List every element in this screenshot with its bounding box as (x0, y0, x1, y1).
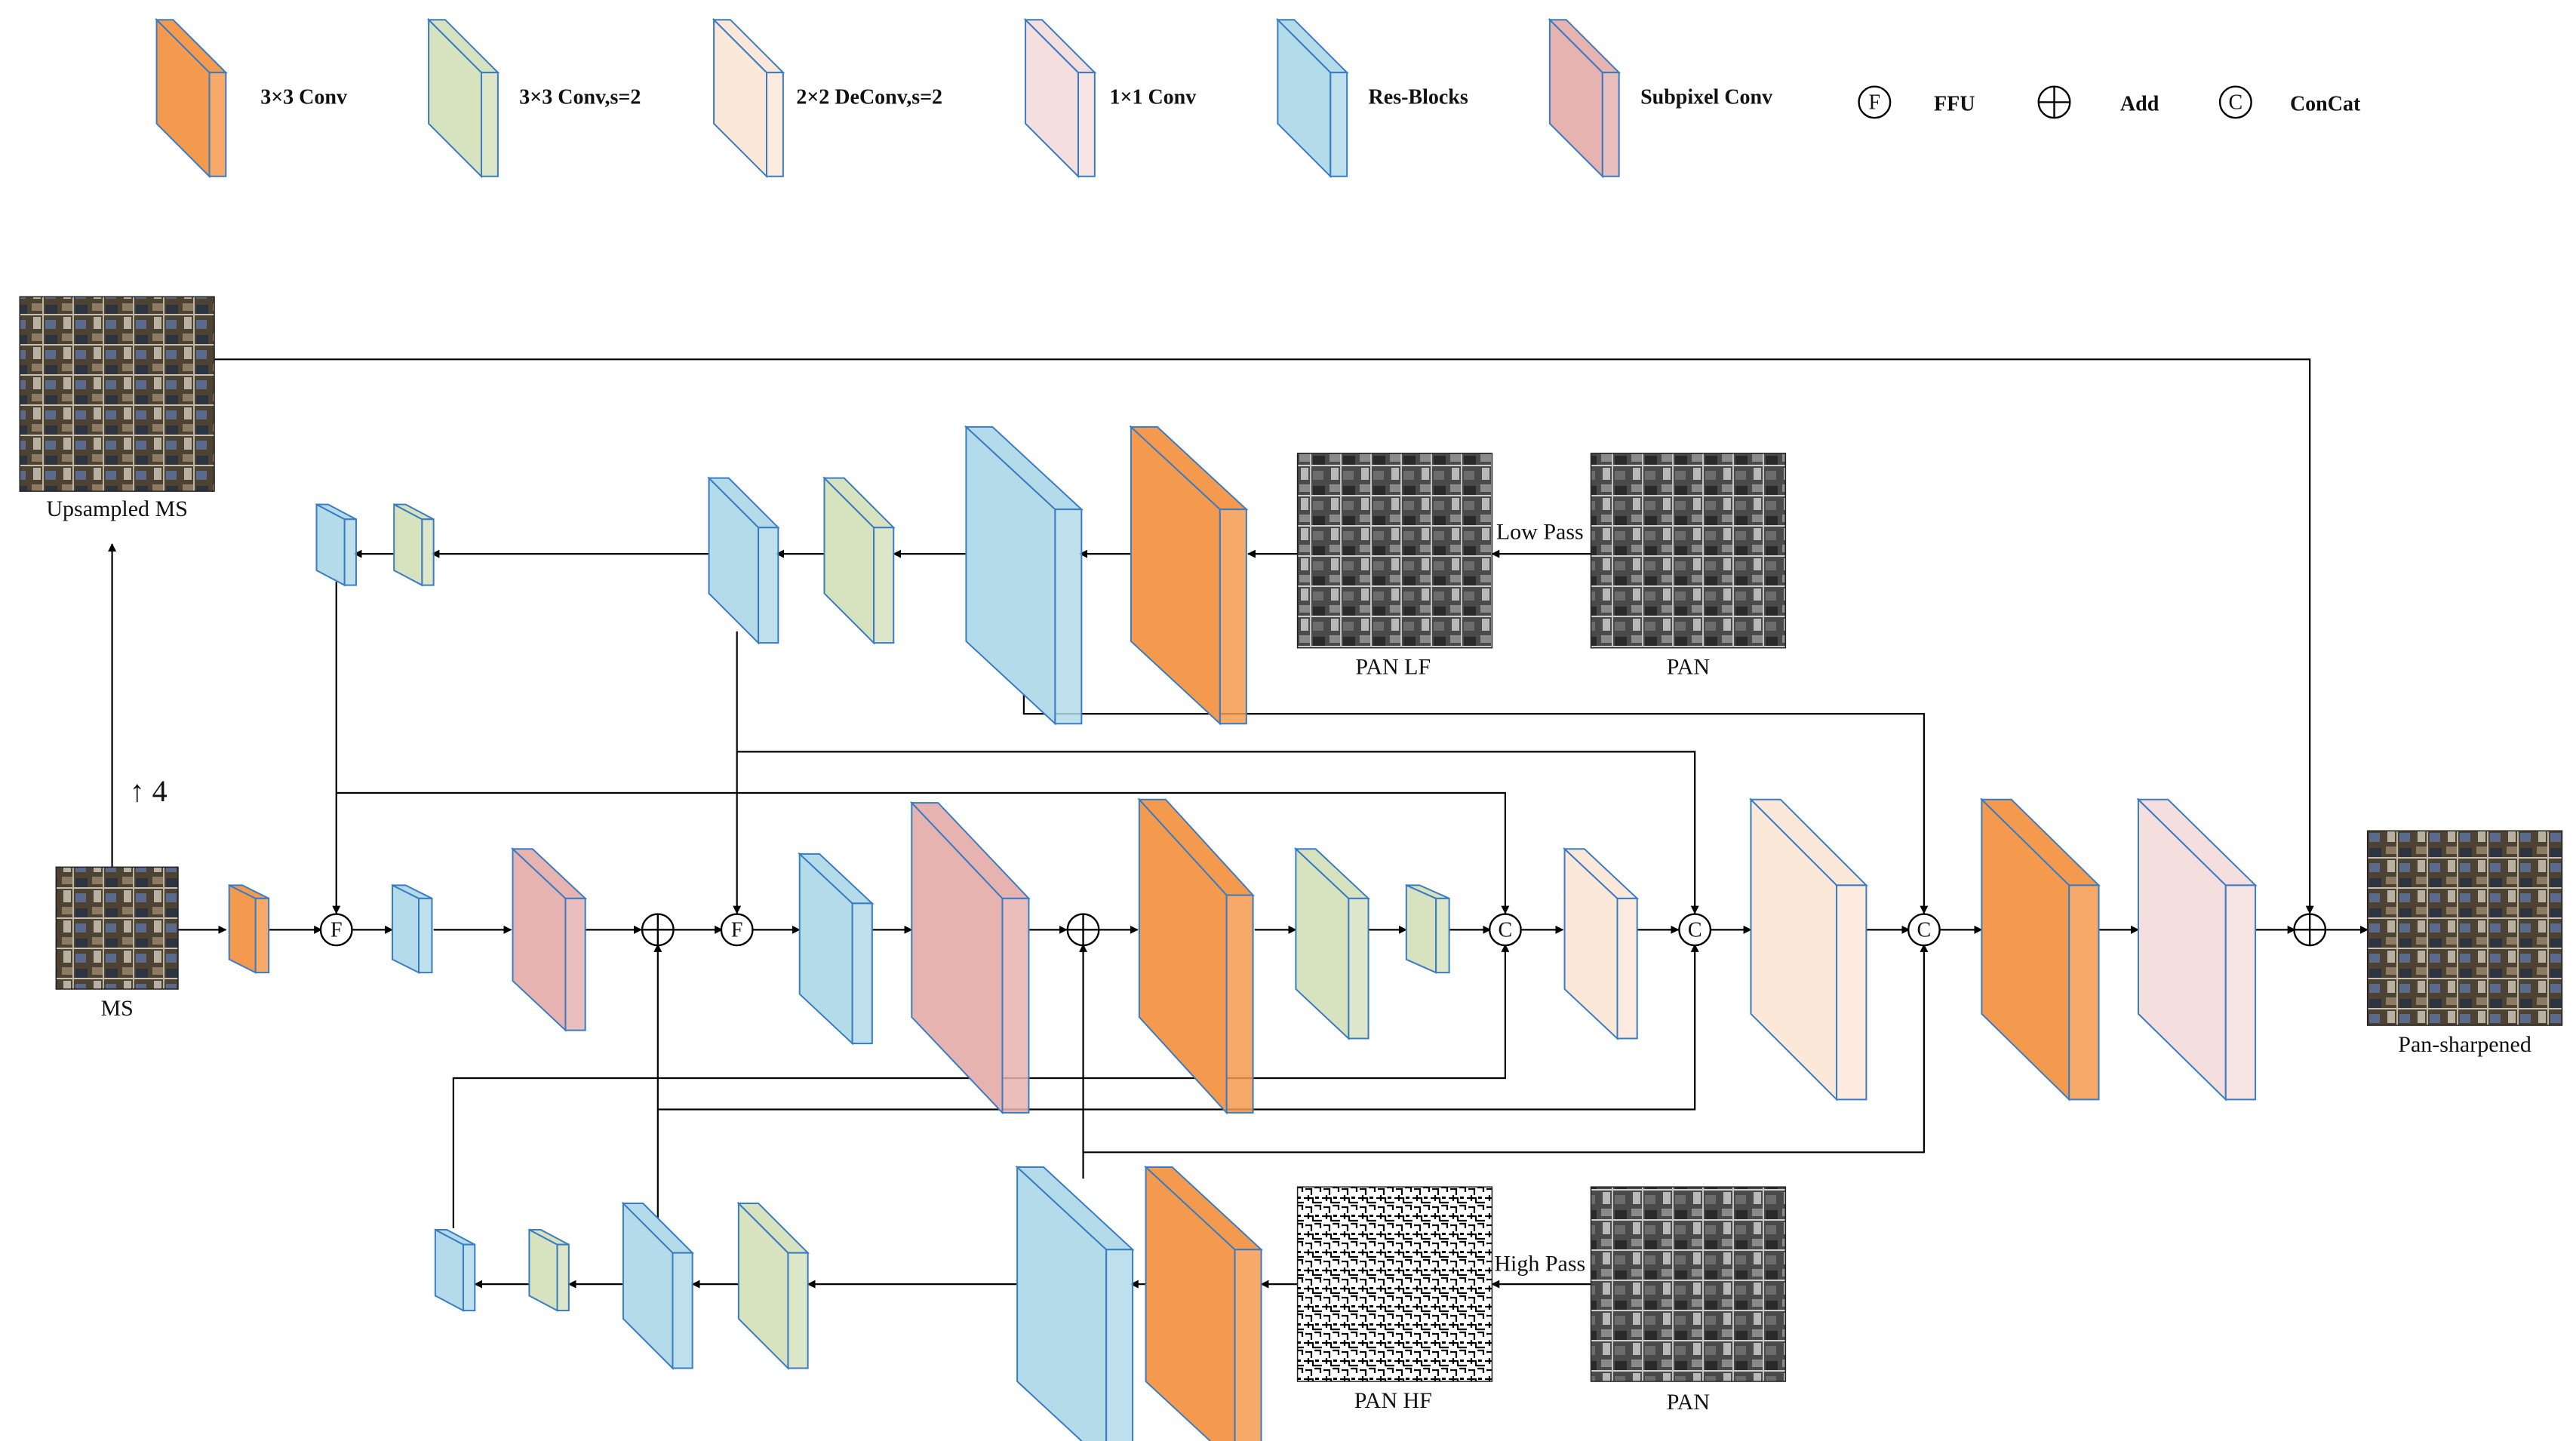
block-bottom-conv3s2-b (528, 1228, 570, 1312)
block-main-conv3-b (1137, 797, 1255, 1115)
low-pass-label: Low Pass (1496, 519, 1584, 544)
add-node-final (2293, 913, 2327, 947)
ms-label: MS (100, 996, 133, 1021)
block-main-conv1 (2136, 797, 2258, 1101)
legend-conv3-block (155, 17, 228, 179)
operator-nodes: F C F F C C C (319, 85, 2327, 947)
legend-deconv-label: 2×2 DeConv,s=2 (796, 86, 942, 109)
block-top-res-c (315, 502, 357, 587)
block-top-conv3s2-b (393, 502, 435, 587)
legend-ffu-icon: F (1858, 85, 1892, 119)
legend-add-icon (2037, 85, 2071, 119)
block-main-conv3s2-b (1405, 883, 1450, 974)
legend-conv3-s2-block (426, 17, 500, 179)
block-bottom-res-a (1015, 1165, 1135, 1441)
wire-bottom-concat3 (1083, 943, 1929, 1154)
legend-conv1-label: 1×1 Conv (1110, 86, 1197, 109)
pan-top-image (1590, 453, 1787, 649)
high-pass-label: High Pass (1494, 1252, 1585, 1277)
ffu-node-1-letter: F (330, 918, 343, 942)
block-main-res-b (798, 852, 875, 1046)
concat-node-1-letter: C (1499, 918, 1513, 942)
block-top-conv3 (1129, 425, 1249, 726)
pan-bottom-label: PAN (1667, 1390, 1710, 1415)
pan-hf-image (1296, 1186, 1493, 1382)
block-bottom-conv3 (1144, 1165, 1264, 1441)
block-bottom-res-b (621, 1201, 695, 1370)
legend-subpixel-conv-label: Subpixel Conv (1640, 86, 1772, 109)
legend-ffu-label: FFU (1934, 92, 1975, 115)
legend-concat-icon-letter: C (2229, 91, 2243, 114)
legend-add-label: Add (2120, 92, 2159, 115)
ms-image (55, 866, 179, 990)
concat-node-3-letter: C (1917, 918, 1932, 942)
legend-deconv-block (712, 17, 785, 179)
ffu-node-1: F (319, 913, 353, 947)
block-top-conv3s2-a (822, 476, 896, 645)
ffu-node-2-letter: F (731, 918, 743, 942)
block-top-res-b (707, 476, 780, 645)
pan-bottom-image (1590, 1186, 1787, 1382)
block-bottom-conv3s2-a (736, 1201, 810, 1370)
legend: 3×3 Conv 3×3 Conv,s=2 2×2 DeConv,s=2 1×1 Co… (155, 17, 2361, 179)
block-main-subpix-a (511, 846, 588, 1032)
block-main-conv3-a (228, 883, 270, 974)
upscale-label: ↑ 4 (130, 774, 168, 808)
pan-lf-image (1296, 453, 1493, 649)
concat-node-2: C (1678, 913, 1712, 947)
upsampled-ms-label: Upsampled MS (46, 496, 188, 521)
concat-node-2-letter: C (1688, 918, 1702, 942)
legend-concat-icon: C (2218, 85, 2252, 119)
ffu-node-2: F (720, 913, 754, 947)
legend-subpixel-conv-block (1548, 17, 1622, 179)
block-main-conv3-c (1979, 797, 2101, 1101)
wire-upsampled-skip (214, 358, 2314, 914)
legend-res-blocks-block (1275, 17, 1349, 179)
pan-hf-label: PAN HF (1354, 1388, 1432, 1413)
images (19, 296, 2563, 1382)
block-main-deconv-b (1749, 797, 1868, 1101)
legend-ffu-icon-letter: F (1869, 91, 1881, 114)
wire-top-concat1 (336, 791, 1510, 914)
block-main-res-a (392, 883, 433, 974)
add-node-1 (641, 913, 675, 947)
legend-concat-label: ConCat (2290, 92, 2361, 115)
block-bottom-res-c (434, 1228, 476, 1312)
pan-lf-label: PAN LF (1355, 655, 1431, 680)
block-top-res-a (964, 425, 1084, 726)
block-main-deconv-a (1563, 846, 1640, 1040)
pan-sharpened-label: Pan-sharpened (2398, 1032, 2531, 1057)
wire-top-concat2 (736, 751, 1699, 914)
legend-res-blocks-label: Res-Blocks (1369, 86, 1468, 109)
upsampled-ms-image (19, 296, 215, 492)
concat-node-1: C (1488, 913, 1522, 947)
legend-conv3-label: 3×3 Conv (260, 86, 347, 109)
block-main-conv3s2-a (1293, 846, 1371, 1040)
concat-node-3: C (1907, 913, 1941, 947)
layer-blocks (228, 425, 2258, 1441)
block-main-subpix-b (909, 800, 1031, 1115)
pan-top-label: PAN (1667, 655, 1710, 680)
legend-conv1-block (1023, 17, 1097, 179)
pan-sharpened-image (2366, 830, 2563, 1026)
add-node-2 (1066, 913, 1100, 947)
legend-conv3-s2-label: 3×3 Conv,s=2 (519, 86, 641, 109)
